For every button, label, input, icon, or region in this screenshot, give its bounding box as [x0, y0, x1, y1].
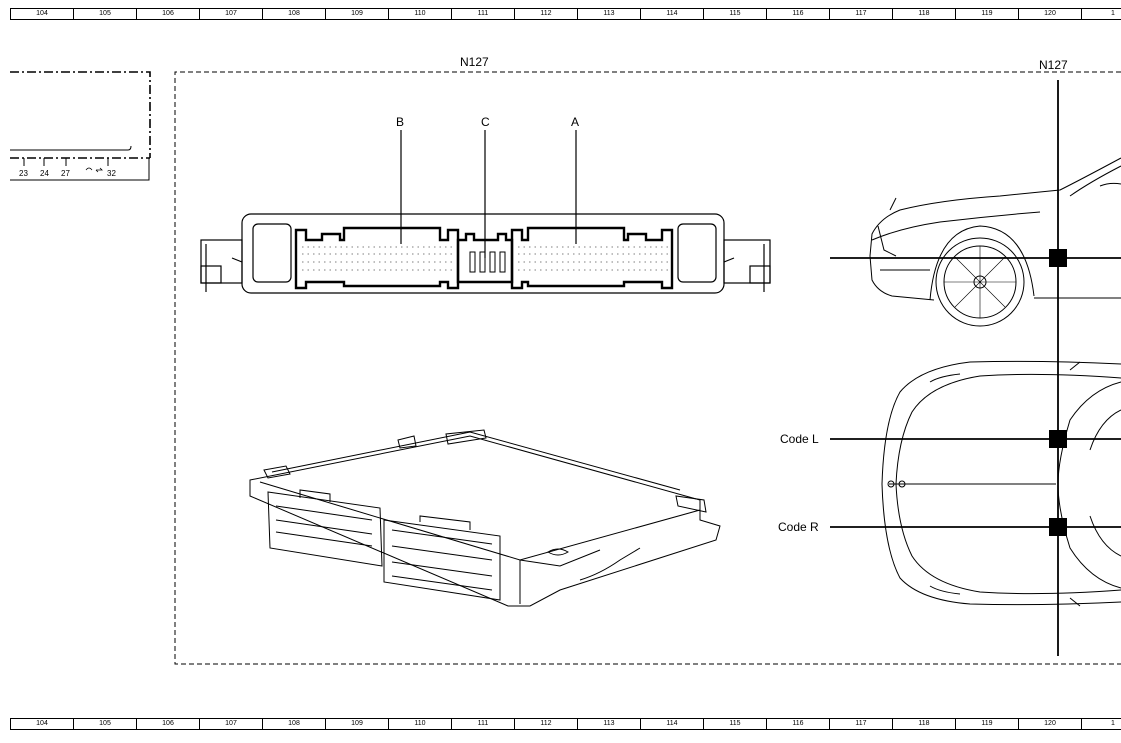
- ruler-cell: 117: [829, 719, 892, 729]
- connector-b-outline: [294, 226, 460, 290]
- ruler-cell: 107: [199, 719, 262, 729]
- ruler-cell: 118: [892, 9, 955, 19]
- ruler-cell: 115: [703, 9, 766, 19]
- ruler-cell: 111: [451, 719, 514, 729]
- ruler-cell: 108: [262, 719, 325, 729]
- grid-ruler-bottom: 104 105 106 107 108 109 110 111 112 113 …: [10, 718, 1121, 730]
- connector-a-outline: [510, 226, 674, 290]
- connector-label-a: A: [571, 115, 580, 129]
- vehicle-top-view: [881, 360, 1121, 607]
- ruler-cell: 110: [388, 9, 451, 19]
- ruler-cell: 110: [388, 719, 451, 729]
- ruler-cell: 105: [73, 9, 136, 19]
- ruler-cell: 115: [703, 719, 766, 729]
- ruler-cell: 104: [10, 9, 73, 19]
- position-marker: [1049, 518, 1067, 536]
- ruler-cell: 109: [325, 9, 388, 19]
- ruler-cell: 1: [1081, 9, 1121, 19]
- ruler-cell: 113: [577, 9, 640, 19]
- module-outline-dashed: [174, 71, 1121, 665]
- pin-label: 32: [107, 169, 116, 178]
- ruler-cell: 114: [640, 719, 703, 729]
- ruler-cell: 119: [955, 9, 1018, 19]
- grid-ruler-top: 104 105 106 107 108 109 110 111 112 113 …: [10, 8, 1121, 20]
- ruler-cell: 107: [199, 9, 262, 19]
- left-fragment-box: [10, 71, 151, 181]
- reference-lines: [830, 80, 1121, 656]
- ruler-cell: 113: [577, 719, 640, 729]
- ruler-cell: 111: [451, 9, 514, 19]
- ruler-cell: 120: [1018, 719, 1081, 729]
- control-unit-isometric-view: [249, 429, 721, 607]
- module-label: N127: [460, 55, 489, 69]
- ruler-cell: 106: [136, 719, 199, 729]
- ruler-cell: 116: [766, 9, 829, 19]
- code-label-left: Code L: [780, 432, 819, 446]
- connector-label-c: C: [481, 115, 490, 129]
- ruler-cell: 108: [262, 9, 325, 19]
- ruler-cell: 112: [514, 719, 577, 729]
- pin-label: 23: [19, 169, 28, 178]
- position-marker: [1049, 430, 1067, 448]
- vehicle-side-view: [869, 157, 1121, 327]
- module-label-right: N127: [1039, 58, 1068, 72]
- ruler-cell: 104: [10, 719, 73, 729]
- connector-label-b: B: [396, 115, 405, 129]
- ruler-cell: 1: [1081, 719, 1121, 729]
- ruler-cell: 112: [514, 9, 577, 19]
- pin-label: 24: [40, 169, 49, 178]
- pin-label: 27: [61, 169, 70, 178]
- ruler-cell: 117: [829, 9, 892, 19]
- ruler-cell: 119: [955, 719, 1018, 729]
- ruler-cell: 105: [73, 719, 136, 729]
- ruler-cell: 118: [892, 719, 955, 729]
- control-unit-top-view: [200, 130, 771, 294]
- ruler-cell: 114: [640, 9, 703, 19]
- ruler-cell: 116: [766, 719, 829, 729]
- position-marker: [1049, 249, 1067, 267]
- ruler-cell: 109: [325, 719, 388, 729]
- code-label-right: Code R: [778, 520, 819, 534]
- ruler-cell: 120: [1018, 9, 1081, 19]
- ruler-cell: 106: [136, 9, 199, 19]
